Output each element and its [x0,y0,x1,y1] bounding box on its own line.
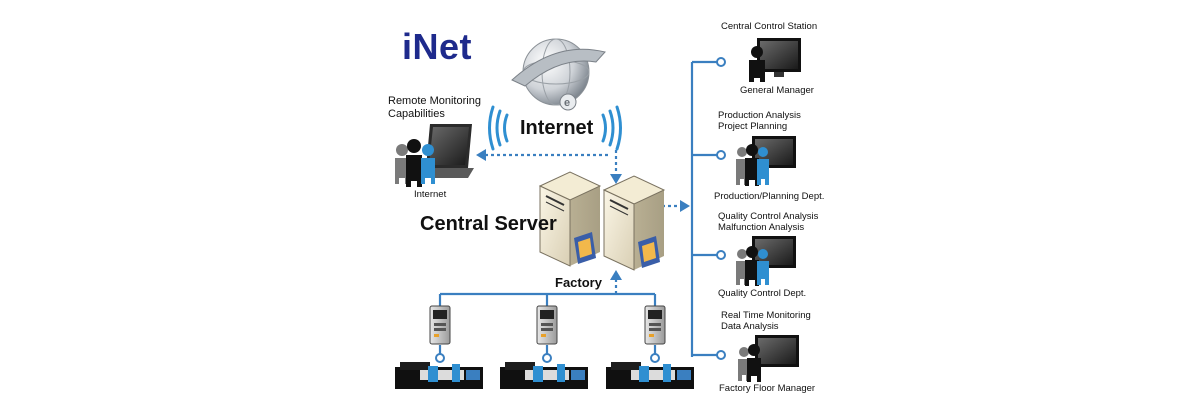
person-icon [749,46,765,82]
controller-icon [536,305,558,345]
arrowheads [476,149,690,280]
station-3-caption: Quality Control Dept. [718,288,807,299]
station-3-header-2: Malfunction Analysis [718,222,805,233]
controller-icon [644,305,666,345]
globe-icon: e [511,38,606,111]
server-icon [538,171,602,267]
server-icon [602,175,666,271]
machine-icon [395,362,483,389]
remote-caption: Internet [414,189,447,200]
station-4-header-1: Real Time Monitoring [721,310,811,321]
internet-label: Internet [520,117,594,139]
machine-icon [606,362,694,389]
person-icon-group [736,246,769,286]
person-icon-group [736,144,769,186]
wifi-signal-icon [488,105,622,151]
central-server-label: Central Server [420,213,557,235]
machine-icon [500,362,588,389]
station-4-header-2: Data Analysis [721,321,779,332]
station-2-caption: Production/Planning Dept. [714,191,825,202]
person-icon-group [738,344,761,382]
factory-label: Factory [555,275,602,290]
monitor-icon [757,38,801,77]
station-2-header-2: Project Planning [718,121,788,132]
connector-nodes [435,57,726,363]
svg-text:e: e [564,97,570,109]
station-1-header-1: Central Control Station [721,21,818,32]
diagram-title: iNet [402,26,473,67]
station-1-caption: General Manager [740,85,814,96]
remote-heading-line2: Capabilities [388,108,445,120]
remote-heading-line1: Remote Monitoring [388,95,481,107]
station-3-header-1: Quality Control Analysis [718,211,819,222]
person-icon-group-remote [395,139,435,187]
station-2-header-1: Production Analysis [718,110,801,121]
monitor-icon [755,335,799,367]
controller-icon [429,305,451,345]
station-4-caption: Factory Floor Manager [719,383,816,394]
